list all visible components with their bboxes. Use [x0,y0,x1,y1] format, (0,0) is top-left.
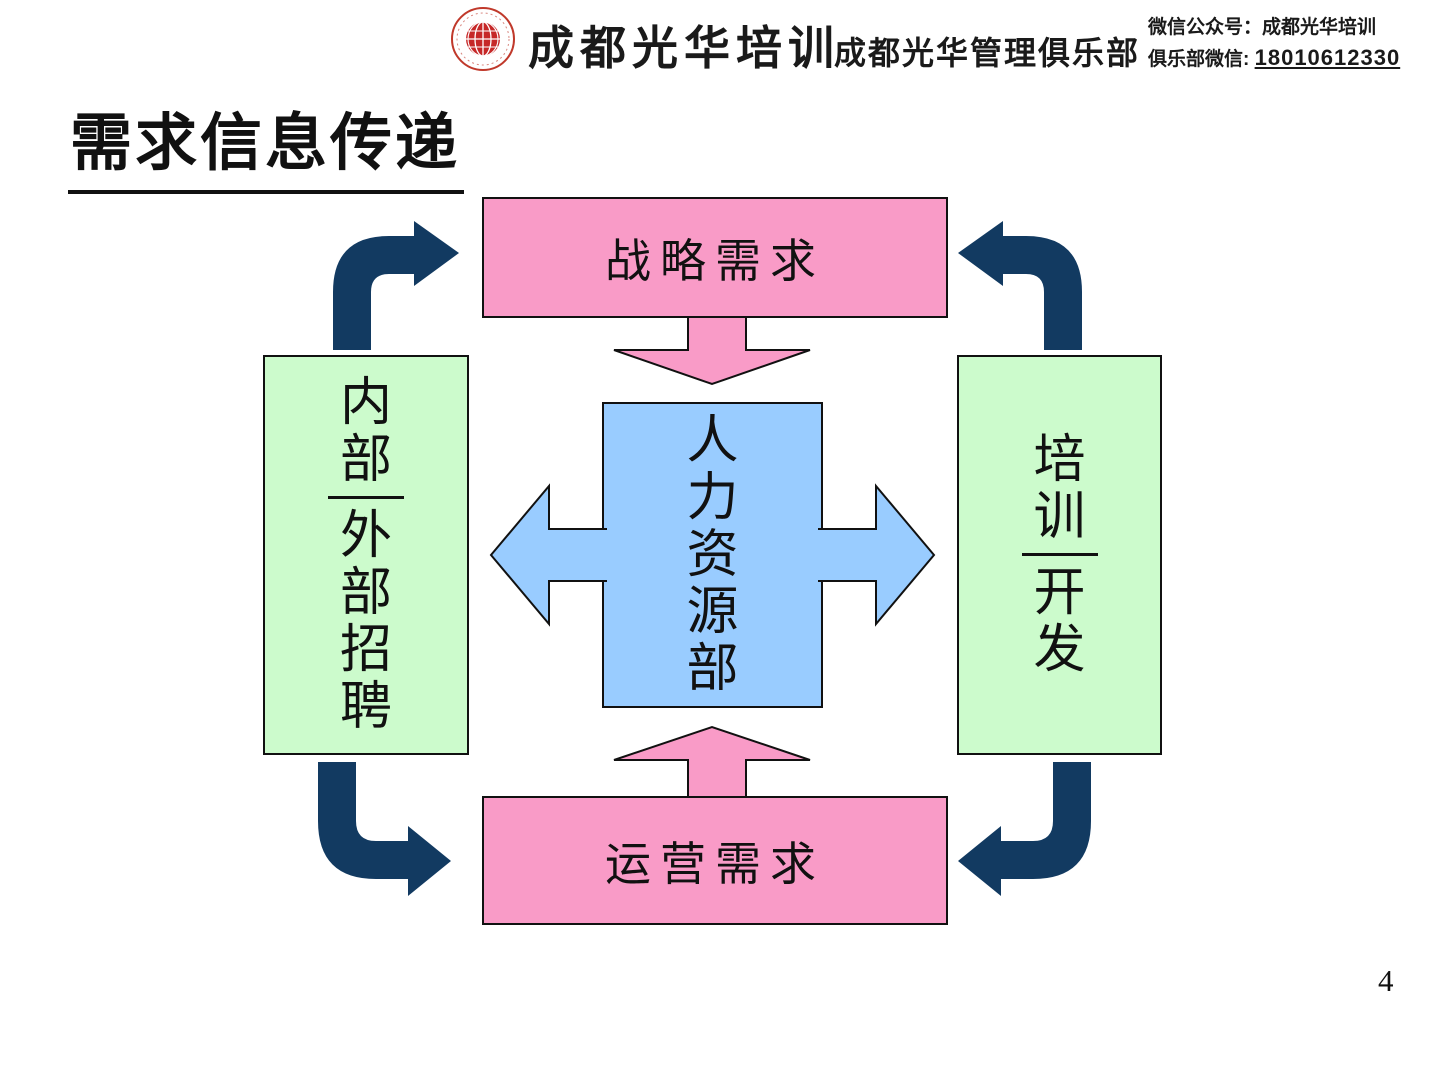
wechat-public-line: 微信公众号：成都光华培训 [1148,12,1430,39]
training-label-line1: 培 训 [1021,432,1098,556]
recruitment-box: 内 部 外 部 招 聘 [263,355,469,755]
brand-name: 成都光华培训 [528,22,840,74]
bent-arrow-top-right-icon [958,221,1082,350]
right-arrow-icon [818,483,936,627]
club-wechat-label: 俱乐部微信: [1148,49,1255,70]
operational-demand-box: 运营需求 [482,796,948,925]
down-arrow-icon [613,314,811,386]
hr-department-box: 人 力 资 源 部 [602,402,823,708]
strategic-demand-box: 战略需求 [482,197,948,318]
wechat-info: 微信公众号：成都光华培训 俱乐部微信: 18010612330 [1148,12,1430,71]
recruitment-label-line1: 内 部 [328,375,404,499]
page-title: 需求信息传递 [68,92,465,194]
hr-department-label: 人 力 资 源 部 [686,412,739,698]
bent-arrow-top-left-icon [333,221,459,350]
bent-arrow-bottom-left-icon [318,762,451,896]
globe-logo-icon [451,7,515,71]
operational-demand-label: 运营需求 [605,838,825,890]
wechat-public-label: 微信公众号： [1148,17,1263,38]
page-number: 4 [1378,963,1394,998]
wechat-public-value: 成都光华培训 [1262,17,1377,38]
strategic-demand-label: 战略需求 [605,235,825,287]
training-development-box: 培 训 开 发 [957,355,1162,755]
club-wechat-line: 俱乐部微信: 18010612330 [1148,44,1430,71]
training-label-line2: 开 发 [1033,564,1086,679]
bent-arrow-bottom-right-icon [958,762,1091,896]
recruitment-label-line2: 外 部 招 聘 [339,507,392,736]
brand-subtitle: 成都光华管理俱乐部 [834,35,1141,71]
up-arrow-icon [613,725,811,798]
left-arrow-icon [489,483,607,627]
club-wechat-number[interactable]: 18010612330 [1254,45,1401,70]
